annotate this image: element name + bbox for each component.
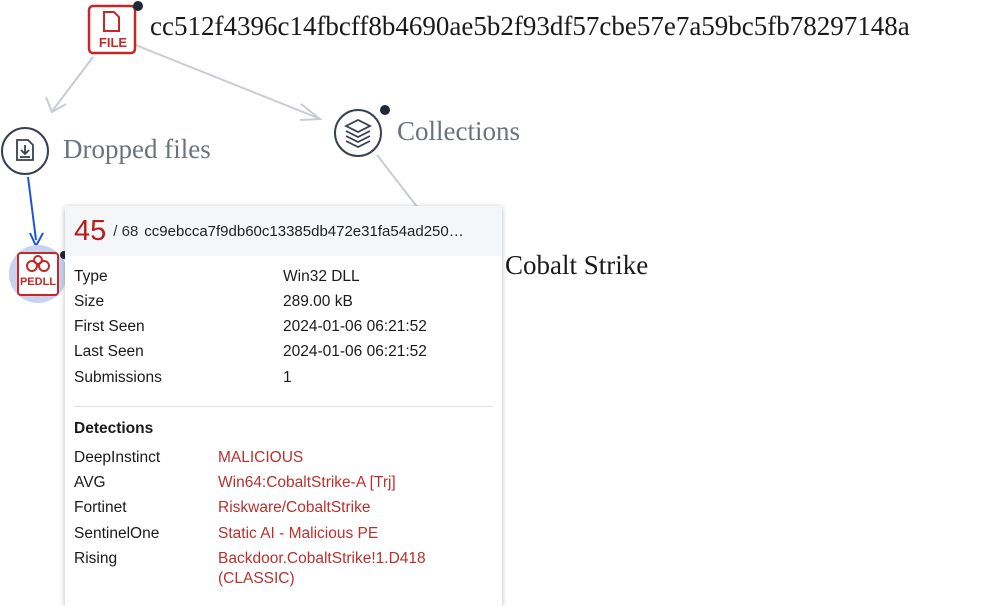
collections-label[interactable]: Collections [397, 116, 520, 146]
detail-key: Type [74, 268, 108, 285]
detection-score: 45 [74, 214, 107, 247]
detail-row-size: Size 289.00 kB [74, 293, 353, 311]
detection-result: Win64:CobaltStrike-A [Trj] [218, 474, 396, 491]
detection-row: AVG Win64:CobaltStrike-A [Trj] [74, 473, 396, 493]
edge-file-collections [127, 41, 319, 119]
detection-row: SentinelOne Static AI - Malicious PE [74, 524, 378, 544]
detail-row-first-seen: First Seen 2024-01-06 06:21:52 [74, 318, 427, 336]
detail-key: Last Seen [74, 343, 144, 360]
detail-row-submissions: Submissions 1 [74, 369, 292, 387]
detection-engine: SentinelOne [74, 525, 160, 542]
detection-engine: AVG [74, 474, 106, 491]
detail-value: Win32 DLL [283, 268, 360, 285]
tooltip-hash[interactable]: cc9ebcca7f9db60c13385db472e31fa54ad250… [144, 222, 464, 240]
tooltip-divider [74, 406, 493, 407]
dropped-files-label[interactable]: Dropped files [63, 134, 211, 164]
collections-icon[interactable] [334, 105, 390, 157]
detection-result: Riskware/CobaltStrike [218, 499, 371, 516]
collections-dot [380, 105, 390, 115]
pedll-node[interactable] [9, 245, 68, 303]
detection-result: Static AI - Malicious PE [218, 525, 379, 542]
detail-key: Size [74, 293, 105, 310]
tooltip-header: 45 / 68 cc9ebcca7f9db60c13385db472e31fa5… [65, 206, 502, 256]
file-node[interactable] [87, 1, 143, 55]
detail-key: First Seen [74, 318, 145, 335]
detections-heading: Detections [74, 420, 154, 437]
detection-result: MALICIOUS [218, 449, 304, 466]
file-tooltip: 45 / 68 cc9ebcca7f9db60c13385db472e31fa5… [65, 206, 502, 606]
detection-row: Rising Backdoor.CobaltStrike!1.D418 (CLA… [74, 549, 426, 587]
edge-arrow-collections [299, 103, 323, 121]
cobalt-strike-label[interactable]: Cobalt Strike [505, 250, 649, 280]
detection-engine: DeepInstinct [74, 449, 161, 466]
detail-key: Submissions [74, 369, 162, 386]
file-icon-text: FILE [98, 35, 128, 50]
detection-total: / 68 [113, 222, 139, 240]
detail-value: 2024-01-06 06:21:52 [283, 343, 427, 360]
edge-arrow-dropped [45, 96, 67, 114]
detection-result: Backdoor.CobaltStrike!1.D418 (CLASSIC) [218, 550, 426, 587]
detection-row: DeepInstinct MALICIOUS [74, 448, 303, 468]
detail-row-last-seen: Last Seen 2024-01-06 06:21:52 [74, 343, 427, 361]
detection-engine: Fortinet [74, 499, 127, 516]
file-dot [133, 1, 143, 11]
edge-file-dropped [52, 56, 94, 111]
detail-value: 289.00 kB [283, 293, 353, 310]
root-hash-label[interactable]: cc512f4396c14fbcff8b4690ae5b2f93df57cbe5… [150, 11, 910, 41]
pedll-icon-text: PEDLL [19, 276, 57, 288]
edge-collections-cobalt [376, 154, 419, 209]
edge-dropped-pedll[interactable] [27, 176, 37, 241]
detail-value: 2024-01-06 06:21:52 [283, 318, 427, 335]
detail-value: 1 [283, 369, 292, 386]
detail-row-type: Type Win32 DLL [74, 268, 360, 286]
detection-engine: Rising [74, 550, 118, 567]
detection-row: Fortinet Riskware/CobaltStrike [74, 498, 370, 518]
download-icon[interactable] [1, 127, 49, 175]
graph-canvas [1, 1, 419, 303]
